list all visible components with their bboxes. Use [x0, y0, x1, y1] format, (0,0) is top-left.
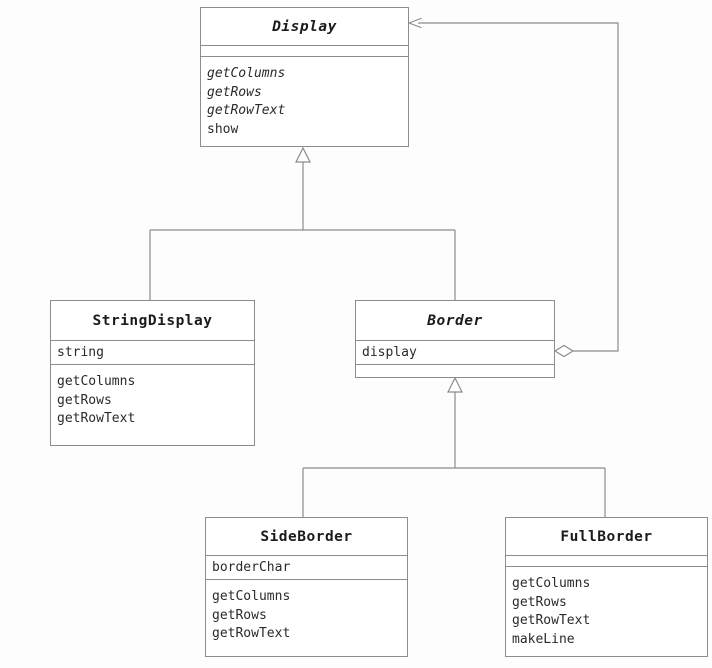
operation-item: getColumns — [207, 66, 286, 81]
class-box-display[interactable]: Display getColumns getRows getRowText sh… — [200, 7, 409, 147]
generalization-to-border — [302, 376, 606, 517]
operation-item: getRowText — [512, 613, 591, 628]
class-name-fullborder: FullBorder — [560, 528, 653, 545]
class-name-border: Border — [427, 312, 483, 329]
operation-item: getRows — [57, 392, 112, 408]
operation-item: getColumns — [212, 589, 291, 604]
operation-item: getRowText — [212, 626, 291, 641]
class-name-stringdisplay: StringDisplay — [92, 312, 213, 329]
class-name-display: Display — [272, 18, 337, 35]
operation-item: getRowText — [207, 103, 286, 118]
generalization-to-display — [149, 146, 456, 300]
class-title-compartment: Display — [201, 8, 408, 46]
class-name-sideborder: SideBorder — [260, 528, 353, 545]
class-box-stringdisplay[interactable]: StringDisplay string getColumns getRows … — [50, 300, 255, 446]
attribute-item: borderChar — [212, 560, 291, 575]
class-operations-compartment: getColumns getRows getRowText — [51, 365, 254, 445]
class-operations-compartment: getColumns getRows getRowText show — [201, 57, 408, 146]
operation-item: getRows — [512, 594, 567, 610]
operation-item: getRowText — [57, 411, 136, 426]
class-box-border[interactable]: Border display — [355, 300, 555, 378]
operation-item: getColumns — [57, 374, 136, 389]
class-box-fullborder[interactable]: FullBorder getColumns getRows getRowText… — [505, 517, 708, 657]
attribute-item: display — [362, 345, 417, 360]
operation-item: getColumns — [512, 576, 591, 591]
class-title-compartment: SideBorder — [206, 518, 407, 556]
class-operations-compartment — [356, 365, 554, 377]
class-operations-compartment: getColumns getRows getRowText makeLine — [506, 567, 707, 656]
operation-item: getRows — [207, 84, 262, 100]
class-attributes-compartment: string — [51, 341, 254, 365]
class-title-compartment: Border — [356, 301, 554, 341]
operation-item: makeLine — [512, 631, 575, 647]
class-title-compartment: StringDisplay — [51, 301, 254, 341]
class-attributes-compartment: display — [356, 341, 554, 365]
operation-item: getRows — [212, 607, 267, 623]
class-operations-compartment: getColumns getRows getRowText — [206, 580, 407, 656]
class-box-sideborder[interactable]: SideBorder borderChar getColumns getRows… — [205, 517, 408, 657]
operation-item: show — [207, 121, 239, 137]
class-title-compartment: FullBorder — [506, 518, 707, 556]
class-attributes-compartment: borderChar — [206, 556, 407, 580]
class-attributes-compartment — [201, 46, 408, 57]
attribute-item: string — [57, 345, 104, 360]
class-attributes-compartment — [506, 556, 707, 567]
